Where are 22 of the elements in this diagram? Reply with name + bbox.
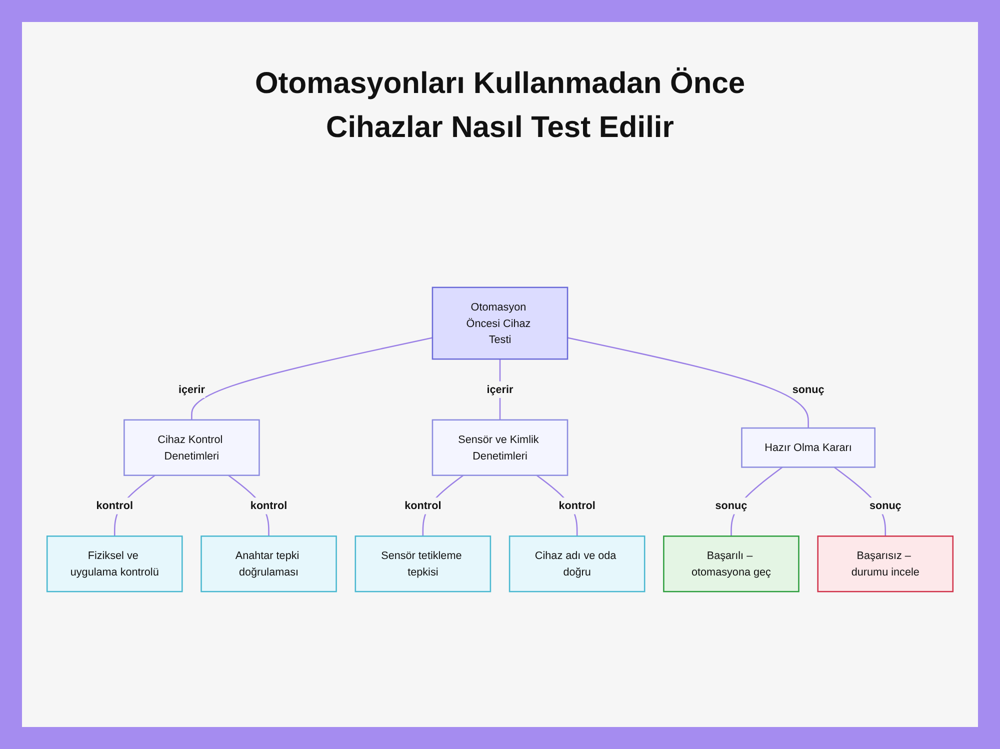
node-box: Cihaz adı ve oda doğru — [508, 536, 646, 592]
edge-label: kontrol — [404, 500, 442, 512]
node-box: Otomasyon Öncesi Cihaz Testi — [432, 286, 568, 360]
edge-label: içerir — [486, 383, 514, 396]
node-box: Hazır Olma Kararı — [741, 427, 876, 468]
node-box: Fiziksel ve uygulama kontrolü — [46, 536, 183, 592]
edge-label: kontrol — [250, 500, 288, 512]
node-box: Sensör ve Kimlik Denetimleri — [432, 419, 568, 476]
node-box: Başarılı – otomasyona geç — [663, 536, 800, 592]
connector — [567, 337, 809, 428]
node-box: Başarısız – durumu incele — [817, 536, 954, 592]
connector — [191, 337, 433, 420]
edge-label: sonuç — [792, 383, 824, 396]
edge-label: kontrol — [558, 500, 596, 512]
edge-label: sonuç — [869, 500, 902, 512]
diagram-title: Otomasyonları Kullanmadan Önce Cihazlar Nasıl Test Edilir — [254, 66, 746, 146]
node-box: Sensör tetikleme tepkisi — [354, 536, 492, 592]
edge-label: içerir — [178, 383, 205, 396]
node-box: Cihaz Kontrol Denetimleri — [124, 419, 260, 476]
edge-label: kontrol — [96, 500, 133, 512]
edge-label: sonuç — [715, 500, 748, 512]
node-box: Anahtar tepki doğrulaması — [200, 536, 337, 592]
